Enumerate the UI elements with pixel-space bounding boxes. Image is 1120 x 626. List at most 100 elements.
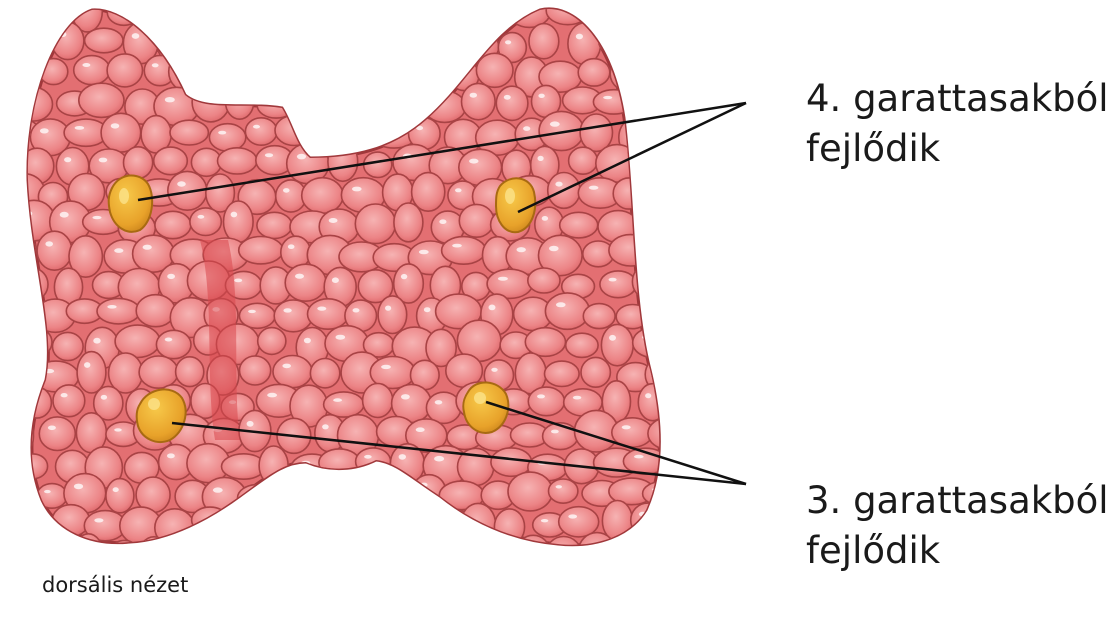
follicle (139, 356, 178, 388)
follicle (239, 237, 283, 264)
follicle (613, 0, 643, 39)
follicle-highlight (247, 421, 254, 427)
follicle-highlight (557, 4, 567, 8)
follicle-highlight (656, 249, 666, 254)
follicle-highlight (216, 4, 223, 8)
follicle (37, 484, 67, 509)
follicle-highlight (568, 514, 577, 518)
follicle (327, 31, 366, 62)
follicle (641, 297, 687, 335)
follicle-highlight (556, 302, 566, 307)
follicle (176, 357, 204, 387)
follicle-highlight (434, 456, 444, 462)
follicle-highlight (556, 485, 562, 488)
follicle (642, 0, 684, 33)
follicle (241, 0, 276, 35)
follicle (578, 59, 610, 86)
follicle (442, 237, 486, 265)
follicle-highlight (353, 546, 360, 549)
follicle-highlight (288, 244, 295, 249)
follicle (409, 0, 442, 28)
follicle (397, 514, 426, 541)
follicle (391, 26, 436, 61)
follicle-highlight (353, 308, 360, 312)
follicle (653, 117, 686, 155)
follicle (528, 387, 564, 416)
follicle (476, 53, 513, 87)
follicle-highlight (505, 40, 511, 44)
follicle (405, 544, 447, 568)
follicle (355, 204, 395, 244)
follicle (335, 124, 380, 150)
follicle (208, 53, 239, 89)
follicle-highlight (218, 131, 226, 135)
follicle-highlight (381, 365, 391, 369)
follicle (581, 357, 610, 387)
follicle (97, 299, 140, 324)
follicle-highlight (297, 154, 306, 160)
follicle-highlight (248, 310, 256, 313)
follicle-highlight (116, 549, 123, 554)
follicle-highlight (13, 183, 22, 188)
follicle-highlight (146, 547, 153, 553)
follicle (324, 392, 364, 417)
follicle (0, 358, 34, 387)
follicle (319, 449, 360, 477)
follicle (643, 482, 683, 506)
follicle (394, 203, 423, 242)
follicle (407, 60, 445, 89)
follicle (475, 536, 520, 575)
follicle (638, 384, 666, 421)
follicle (308, 299, 349, 329)
follicle (139, 0, 168, 37)
follicle-highlight (295, 274, 304, 279)
follicle-highlight (439, 219, 446, 224)
follicle (578, 533, 615, 571)
follicle (107, 540, 141, 575)
follicle (285, 264, 326, 301)
follicle-highlight (60, 212, 69, 218)
follicle (170, 538, 209, 567)
follicle-highlight (498, 277, 508, 281)
follicle (378, 296, 407, 334)
follicle (545, 537, 581, 574)
follicle-texture (0, 0, 691, 578)
follicle (528, 268, 560, 293)
follicle-highlight (215, 63, 222, 68)
follicle-highlight (5, 3, 15, 9)
follicle (237, 485, 277, 512)
follicle-highlight (177, 181, 186, 186)
follicle (569, 147, 598, 174)
follicle (261, 27, 295, 60)
follicle (645, 240, 690, 274)
follicle (17, 27, 49, 59)
follicle-highlight (542, 216, 548, 221)
follicle (124, 147, 153, 179)
follicle (345, 540, 375, 564)
follicle-highlight (74, 484, 83, 490)
follicle-highlight (401, 274, 407, 279)
follicle-highlight (201, 92, 209, 98)
follicle (79, 83, 124, 117)
follicle-highlight (230, 514, 239, 519)
follicle-highlight (181, 7, 188, 12)
follicle (593, 90, 634, 114)
follicle-highlight (645, 393, 651, 398)
follicle (361, 29, 397, 65)
follicle-highlight (452, 244, 462, 248)
follicle-highlight (152, 63, 159, 67)
follicle-highlight (523, 126, 530, 131)
follicle-highlight (576, 34, 583, 40)
follicle-highlight (419, 250, 429, 255)
label-fourth-pouch-line2: fejlődik (806, 124, 1109, 174)
follicle (609, 235, 652, 266)
follicle-highlight (132, 33, 140, 39)
follicle (274, 300, 312, 332)
follicle-highlight (573, 396, 581, 400)
follicle (226, 85, 254, 119)
follicle (240, 356, 271, 385)
follicle-highlight (404, 521, 410, 525)
follicle (154, 147, 188, 175)
follicle (37, 231, 72, 270)
follicle (373, 0, 416, 32)
